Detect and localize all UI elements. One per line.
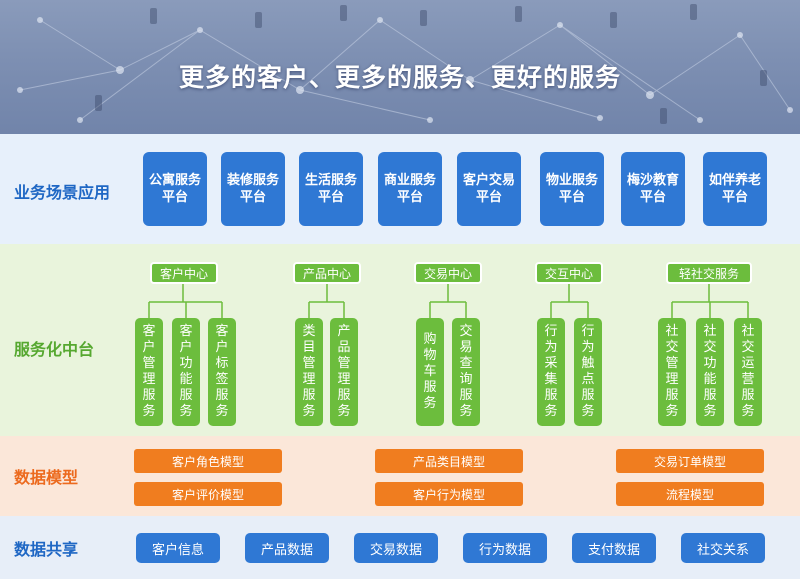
header-banner: 更多的客户、更多的服务、更好的服务 (0, 0, 800, 134)
service-item: 社交管理服务 (658, 318, 686, 426)
share-item: 客户信息 (136, 533, 220, 563)
network-background-graphic (17, 4, 793, 124)
service-item: 产品管理服务 (330, 318, 358, 426)
share-item: 社交关系 (681, 533, 765, 563)
connector-lines (148, 284, 749, 318)
business-item: 梅沙教育平台 (621, 152, 685, 226)
model-item: 客户评价模型 (134, 482, 282, 506)
business-item: 生活服务平台 (299, 152, 363, 226)
business-item: 公寓服务平台 (143, 152, 207, 226)
share-item: 行为数据 (463, 533, 547, 563)
business-item: 商业服务平台 (378, 152, 442, 226)
service-center: 交互中心 (535, 262, 603, 284)
service-center: 轻社交服务 (666, 262, 752, 284)
service-item: 客户功能服务 (172, 318, 200, 426)
model-item: 流程模型 (616, 482, 764, 506)
share-item: 产品数据 (245, 533, 329, 563)
model-item: 交易订单模型 (616, 449, 764, 473)
service-item: 客户标签服务 (208, 318, 236, 426)
service-center: 产品中心 (293, 262, 361, 284)
service-item: 社交运营服务 (734, 318, 762, 426)
service-item: 类目管理服务 (295, 318, 323, 426)
service-layer: 服务化中台 客户中心 客户管理服务 客户功能服务 客户标签服务 产品中心 类目管… (0, 244, 800, 436)
banner-title: 更多的客户、更多的服务、更好的服务 (178, 63, 621, 92)
business-item: 物业服务平台 (540, 152, 604, 226)
service-item: 购物车服务 (416, 318, 444, 426)
share-item: 支付数据 (572, 533, 656, 563)
data-share-layer: 数据共享 客户信息 产品数据 交易数据 行为数据 支付数据 社交关系 (0, 516, 800, 579)
share-item: 交易数据 (354, 533, 438, 563)
data-model-layer: 数据模型 客户角色模型 客户评价模型 产品类目模型 客户行为模型 交易订单模型 … (0, 436, 800, 516)
service-item: 客户管理服务 (135, 318, 163, 426)
service-center: 客户中心 (150, 262, 218, 284)
model-item: 产品类目模型 (375, 449, 523, 473)
model-item: 客户角色模型 (134, 449, 282, 473)
service-layer-label: 服务化中台 (14, 340, 95, 359)
data-share-layer-label: 数据共享 (14, 540, 79, 559)
business-item: 装修服务平台 (221, 152, 285, 226)
service-center: 交易中心 (414, 262, 482, 284)
service-item: 交易查询服务 (452, 318, 480, 426)
business-item: 客户交易平台 (457, 152, 521, 226)
service-item: 行为触点服务 (574, 318, 602, 426)
business-layer-label: 业务场景应用 (14, 183, 111, 202)
service-item: 社交功能服务 (696, 318, 724, 426)
service-item: 行为采集服务 (537, 318, 565, 426)
business-layer: 业务场景应用 公寓服务平台 装修服务平台 生活服务平台 商业服务平台 客户交易平… (0, 134, 800, 244)
business-item: 如伴养老平台 (703, 152, 767, 226)
model-item: 客户行为模型 (375, 482, 523, 506)
data-model-layer-label: 数据模型 (14, 468, 79, 487)
